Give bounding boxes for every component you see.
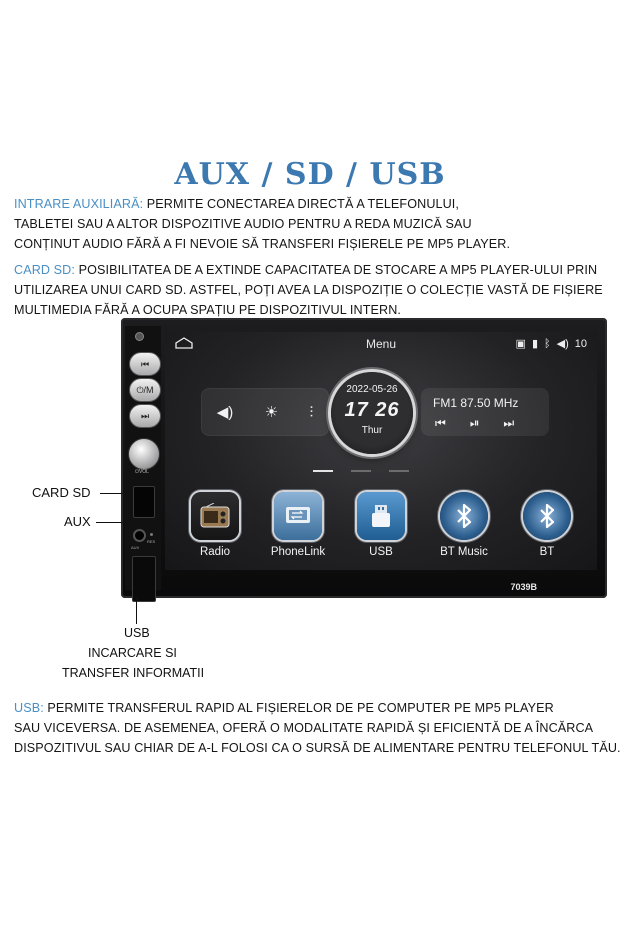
callout-line-usb [136, 598, 137, 624]
aux-jack[interactable] [133, 529, 146, 542]
app-bt[interactable]: BT [507, 492, 587, 558]
app-usb-label: USB [369, 546, 393, 558]
play-pause-icon[interactable]: ⏯ [469, 416, 480, 430]
bluetooth-icon [523, 492, 571, 540]
sd-card-slot[interactable] [133, 486, 155, 518]
app-row: Radio PhoneLink USB BT Music [175, 492, 587, 558]
home-icon[interactable] [175, 337, 193, 349]
next-track-button[interactable]: ⏭ [129, 404, 161, 428]
radio-icon [191, 492, 239, 540]
callout-line-card-sd [100, 493, 130, 494]
sd-line-3: MULTIMEDIA FĂRĂ A OCUPA SPAȚIU PE DISPOZ… [14, 303, 402, 317]
radio-frequency: FM1 87.50 MHz [433, 396, 519, 410]
reset-button[interactable] [150, 533, 153, 536]
usb-drive-icon [357, 492, 405, 540]
status-icons: ▣ ▮ ᛒ ◀) 10 [515, 337, 587, 351]
knob-label: ⏻VOL [135, 469, 149, 475]
page-dot-active [313, 470, 333, 472]
page-dot [351, 470, 371, 472]
model-number: 7039B [510, 582, 537, 592]
sd-card-icon: ▣ [515, 338, 526, 350]
aux-line-2: TABLETEI SAU A ALTOR DISPOZITIVE AUDIO P… [14, 217, 472, 231]
sd-label: CARD SD: [14, 263, 75, 277]
page-title: AUX / SD / USB [174, 157, 446, 192]
reset-label: RES [147, 539, 156, 544]
device-side-panel: ⏮ ⏻/M ⏭ ⏻VOL RES AUX [125, 326, 161, 602]
usb-description: USB: PERMITE TRANSFERUL RAPID AL FIȘIERE… [14, 698, 620, 758]
aux-line-3: CONȚINUT AUDIO FĂRĂ A FI NEVOIE SĂ TRANS… [14, 237, 511, 251]
app-phonelink[interactable]: PhoneLink [258, 492, 338, 558]
sd-line-1: POSIBILITATEA DE A EXTINDE CAPACITATEA D… [74, 263, 598, 277]
app-radio-label: Radio [199, 546, 231, 558]
menu-title: Menu [365, 337, 397, 351]
sd-line-2: UTILIZAREA UNUI CARD SD. ASTFEL, POȚI AV… [14, 283, 603, 297]
app-bt-music-label: BT Music [440, 546, 488, 558]
bluetooth-icon [440, 492, 488, 540]
quick-controls-card: ◀) ☀ ⫶ [201, 388, 329, 436]
volume-icon: ◀) [556, 338, 569, 350]
car-stereo-device: ⏮ ⏻/M ⏭ ⏻VOL RES AUX Menu ▣ ▮ ᛒ ◀) 10 ◀) [121, 318, 607, 602]
callout-incarcare: INCARCARE SI [88, 646, 177, 660]
callout-aux: AUX [64, 514, 91, 529]
bluetooth-status-icon: ᛒ [544, 337, 551, 350]
clock-widget[interactable]: 2022-05-26 17 26 Thur [331, 372, 413, 454]
callout-usb: USB [124, 626, 150, 640]
usb-line-1: PERMITE TRANSFERUL RAPID AL FIȘIERELOR D… [43, 701, 554, 715]
app-bt-label: BT [539, 546, 555, 558]
usb-line-2: SAU VICEVERSA. DE ASEMENEA, OFERĂ O MODA… [14, 721, 594, 735]
app-radio[interactable]: Radio [175, 492, 255, 558]
usb-status-icon: ▮ [531, 338, 539, 350]
aux-label: INTRARE AUXILIARĂ: [14, 197, 144, 211]
aux-description: INTRARE AUXILIARĂ: PERMITE CONECTAREA DI… [14, 194, 574, 254]
callout-line-aux [96, 522, 126, 523]
microphone-icon [135, 332, 144, 341]
next-icon[interactable]: ⏭ [503, 416, 515, 430]
clock-time: 17 26 [344, 399, 400, 421]
previous-icon[interactable]: ⏮ [435, 416, 446, 430]
clock-day: Thur [361, 425, 383, 436]
callout-transfer: TRANSFER INFORMATII [62, 666, 205, 680]
page-indicator [313, 470, 409, 472]
brightness-icon[interactable]: ☀ [264, 404, 279, 421]
app-usb[interactable]: USB [341, 492, 421, 558]
power-mode-button[interactable]: ⏻/M [129, 378, 161, 402]
usb-label: USB: [14, 701, 44, 715]
app-bt-music[interactable]: BT Music [424, 492, 504, 558]
phonelink-icon [274, 492, 322, 540]
clock-date: 2022-05-26 [346, 384, 398, 395]
app-phonelink-label: PhoneLink [270, 546, 326, 558]
radio-widget[interactable]: FM1 87.50 MHz ⏮ ⏯ ⏭ [421, 388, 549, 436]
sd-description: CARD SD: POSIBILITATEA DE A EXTINDE CAPA… [14, 260, 610, 320]
prev-track-button[interactable]: ⏮ [129, 352, 161, 376]
page-dot [389, 470, 409, 472]
usb-port[interactable] [132, 556, 156, 602]
screen-top-bar: Menu ▣ ▮ ᛒ ◀) 10 [165, 332, 597, 356]
device-screen: Menu ▣ ▮ ᛒ ◀) 10 ◀) ☀ ⫶ 2022-05-26 17 26… [165, 332, 597, 570]
usb-line-3: DISPOZITIVUL SAU CHIAR DE A-L FOLOSI CA … [14, 741, 620, 755]
callout-card-sd: CARD SD [32, 485, 91, 500]
volume-level: 10 [574, 337, 587, 350]
volume-control-icon[interactable]: ◀) [216, 404, 234, 421]
volume-knob[interactable] [128, 438, 160, 470]
aux-small-label: AUX [131, 545, 140, 550]
equalizer-icon[interactable]: ⫶ [309, 403, 314, 421]
radio-controls: ⏮ ⏯ ⏭ [435, 416, 514, 431]
aux-line-1: PERMITE CONECTAREA DIRECTĂ A TELEFONULUI… [143, 197, 460, 211]
